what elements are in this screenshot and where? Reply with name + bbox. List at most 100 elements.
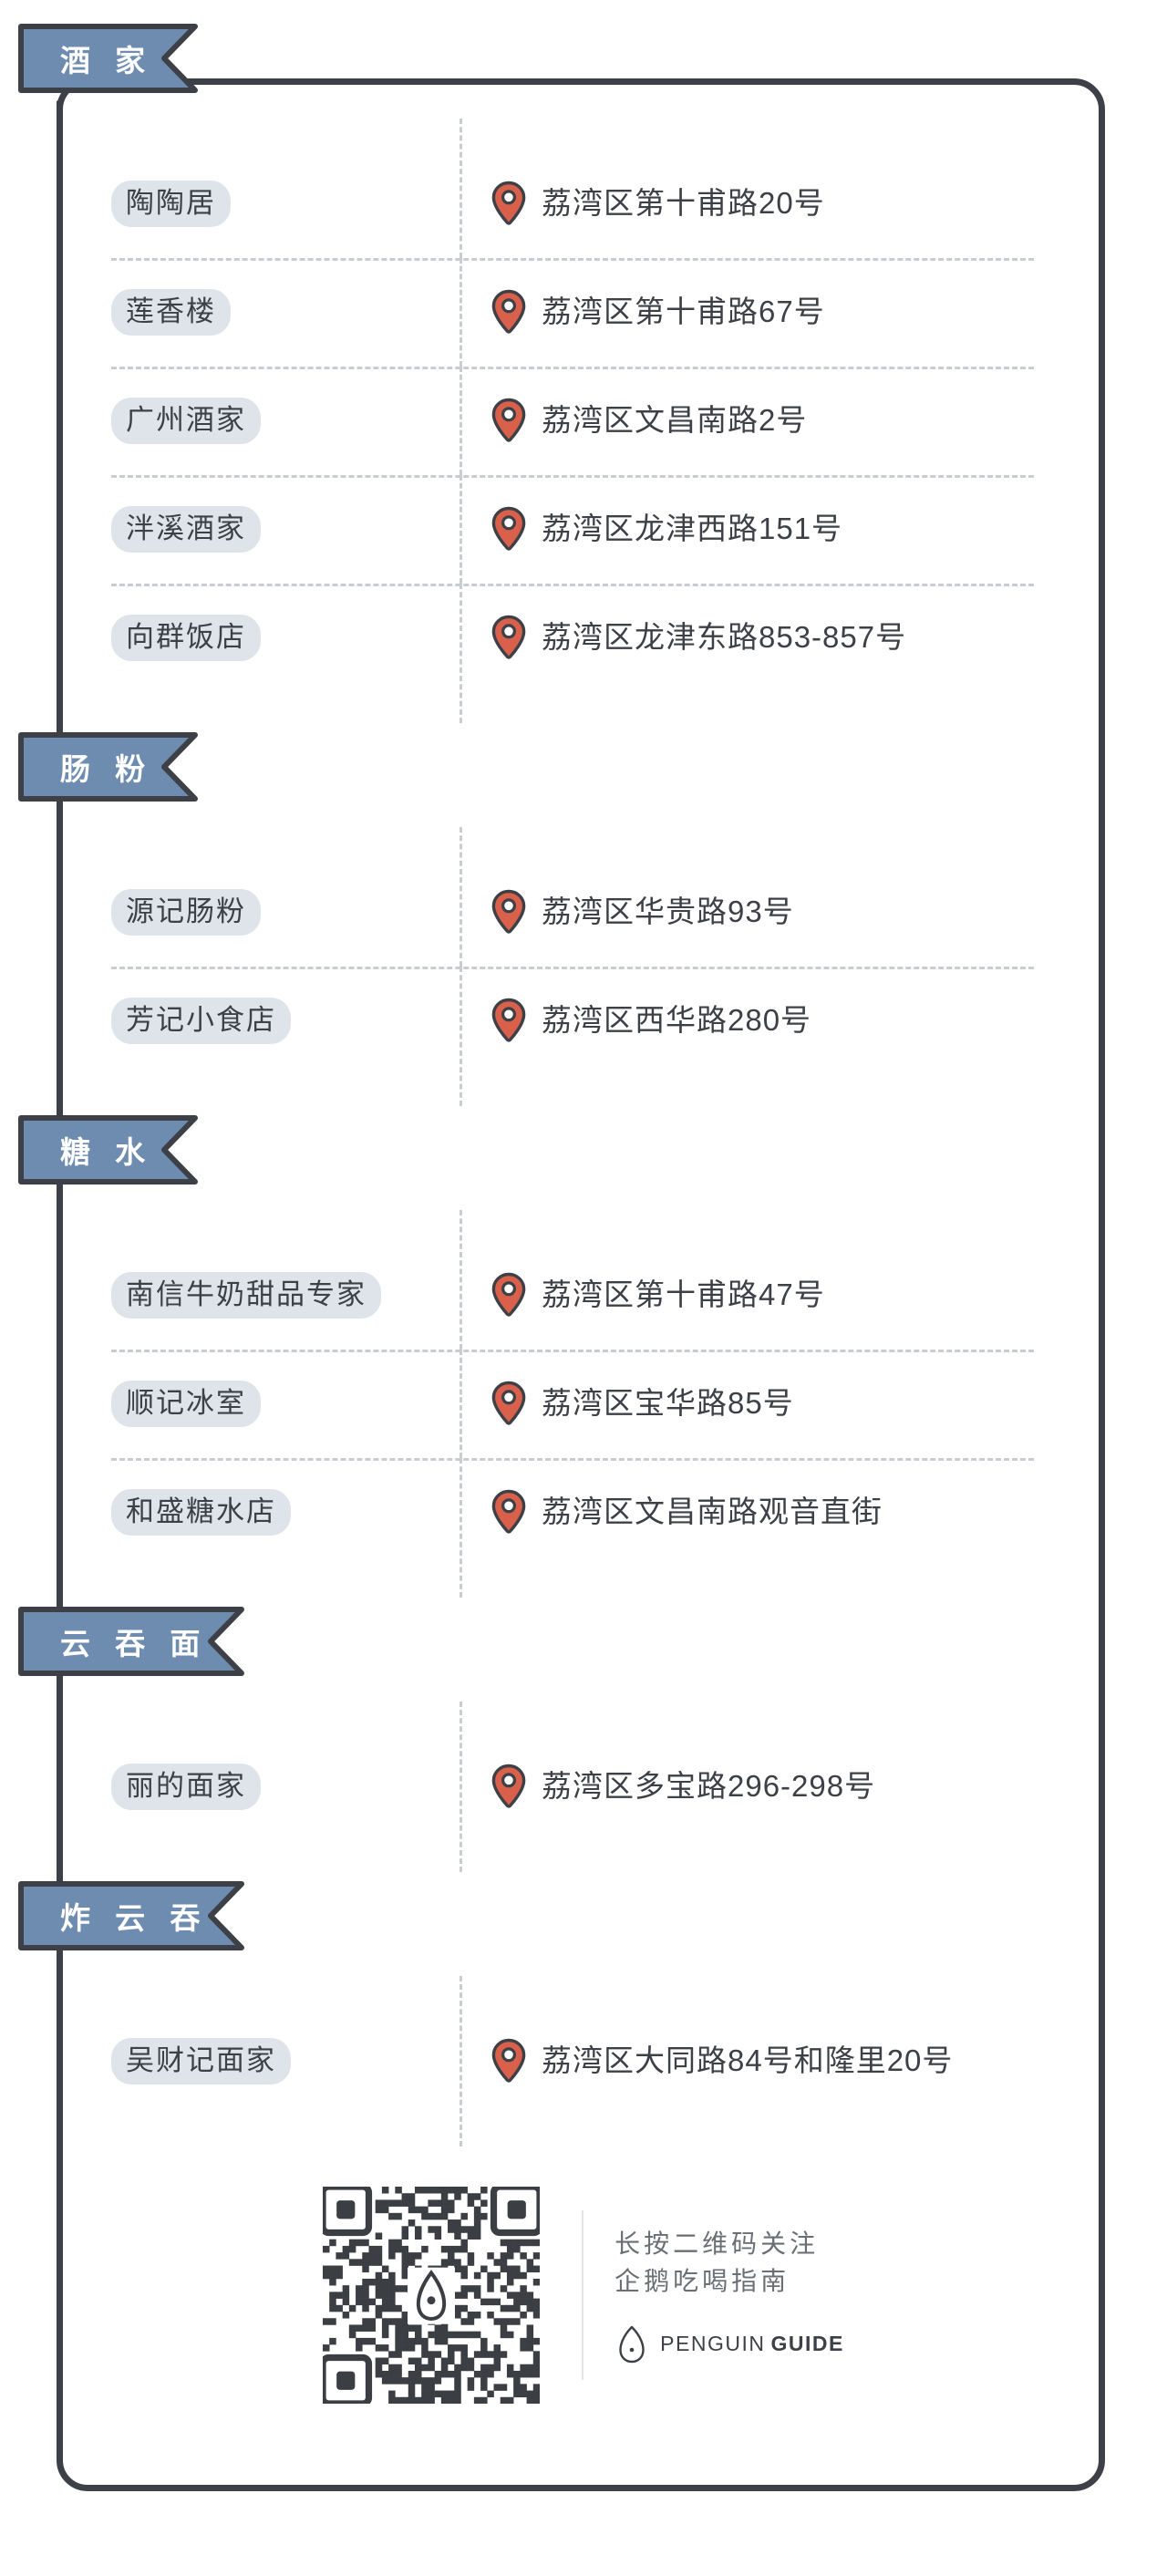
section-flag-shape: [18, 1881, 244, 1950]
venue-address: 荔湾区第十甫路20号: [542, 186, 825, 221]
section-rows: 源记肠粉 荔湾区华贵路93号芳记小食店 荔湾区西华路280号: [111, 827, 1050, 1106]
venue-address: 荔湾区龙津西路151号: [542, 512, 843, 546]
table-row[interactable]: 向群饭店荔湾区龙津东路853-857号: [111, 584, 1050, 723]
venue-name-cell: 和盛糖水店: [111, 1458, 460, 1567]
venue-address: 荔湾区西华路280号: [542, 1003, 812, 1038]
location-pin-icon: [491, 506, 526, 551]
venue-name-cell: 泮溪酒家: [111, 475, 460, 584]
venue-name-chip: 吴财记面家: [111, 2037, 291, 2085]
section-4: 云 吞 面丽的面家 荔湾区多宝路296-298号: [0, 1607, 1167, 1872]
venue-address: 荔湾区宝华路85号: [542, 1386, 794, 1421]
venue-address-cell: 荔湾区文昌南路2号: [460, 367, 1050, 475]
venue-address: 荔湾区文昌南路观音直街: [542, 1495, 883, 1529]
table-row[interactable]: 陶陶居 荔湾区第十甫路20号: [111, 119, 1050, 258]
section-1: 酒 家陶陶居 荔湾区第十甫路20号莲香楼荔湾区第十甫路67号广州酒家 荔湾区文昌南路…: [0, 24, 1167, 723]
section-5: 炸 云 吞吴财记面家 荔湾区大同路84号和隆里20号: [0, 1881, 1167, 2147]
section-banner[interactable]: 炸 云 吞: [18, 1881, 1167, 1950]
venue-name-cell: 吴财记面家: [111, 2007, 460, 2116]
table-row[interactable]: 丽的面家 荔湾区多宝路296-298号: [111, 1702, 1050, 1872]
section-gap: [0, 1841, 1167, 1881]
venue-name-cell: 广州酒家: [111, 367, 460, 475]
section-gap: [0, 1075, 1167, 1115]
footer-line-1: 长按二维码关注: [614, 2229, 820, 2259]
location-pin-icon: [491, 998, 526, 1042]
location-pin-icon: [491, 289, 526, 334]
venue-address-cell: 荔湾区多宝路296-298号: [460, 1733, 1050, 1841]
venue-address-cell: 荔湾区华贵路93号: [460, 858, 1050, 967]
venue-address: 荔湾区文昌南路2号: [542, 403, 808, 438]
banner-spacer: [0, 93, 1167, 150]
location-pin-icon: [491, 1764, 526, 1808]
location-pin-icon: [491, 2038, 526, 2083]
section-rows: 南信牛奶甜品专家荔湾区第十甫路47号顺记冰室 荔湾区宝华路85号和盛糖水店 荔湾区文…: [111, 1210, 1050, 1598]
column-divider: [460, 1210, 462, 1350]
table-row[interactable]: 泮溪酒家 荔湾区龙津西路151号: [111, 475, 1050, 584]
column-divider: [460, 1350, 462, 1458]
logo-word-penguin: PENGUIN: [660, 2332, 766, 2356]
banner-spacer: [0, 802, 1167, 858]
column-divider: [460, 475, 462, 584]
section-gap: [0, 692, 1167, 732]
venue-address-cell: 荔湾区大同路84号和隆里20号: [460, 2007, 1050, 2116]
content-stack: 酒 家陶陶居荔湾区第十甫路20号莲香楼荔湾区第十甫路67号广州酒家荔湾区文昌南路…: [0, 24, 1167, 2404]
location-pin-icon: [491, 615, 526, 659]
section-gap: [0, 1567, 1167, 1607]
section-flag-shape: [18, 1115, 198, 1185]
column-divider: [460, 584, 462, 723]
section-3: 糖 水南信牛奶甜品专家荔湾区第十甫路47号顺记冰室 荔湾区宝华路85号和盛糖水店 荔…: [0, 1115, 1167, 1598]
venue-address-cell: 荔湾区第十甫路67号: [460, 258, 1050, 367]
venue-name-cell: 源记肠粉: [111, 858, 460, 967]
venue-address-cell: 荔湾区宝华路85号: [460, 1350, 1050, 1458]
venue-address: 荔湾区第十甫路47号: [542, 1278, 825, 1312]
venue-name-chip: 丽的面家: [111, 1763, 261, 1811]
venue-address: 荔湾区龙津东路853-857号: [542, 620, 907, 655]
venue-address-cell: 荔湾区龙津东路853-857号: [460, 584, 1050, 692]
banner-spacer: [0, 1950, 1167, 2007]
venue-name-chip: 顺记冰室: [111, 1380, 261, 1428]
logo-word-guide: GUIDE: [770, 2332, 844, 2356]
table-row[interactable]: 和盛糖水店 荔湾区文昌南路观音直街: [111, 1458, 1050, 1598]
column-divider: [460, 1458, 462, 1598]
table-row[interactable]: 吴财记面家 荔湾区大同路84号和隆里20号: [111, 1976, 1050, 2147]
venue-name-cell: 芳记小食店: [111, 967, 460, 1075]
venue-address-cell: 荔湾区第十甫路47号: [460, 1241, 1050, 1350]
column-divider: [460, 258, 462, 367]
venue-address-cell: 荔湾区龙津西路151号: [460, 475, 1050, 584]
section-flag-shape: [18, 732, 198, 802]
venue-name-chip: 和盛糖水店: [111, 1488, 291, 1536]
venue-address: 荔湾区第十甫路67号: [542, 295, 825, 329]
location-pin-icon: [491, 1272, 526, 1317]
section-flag-shape: [18, 1607, 244, 1676]
table-row[interactable]: 源记肠粉 荔湾区华贵路93号: [111, 827, 1050, 967]
section-banner[interactable]: 酒 家: [18, 24, 1167, 93]
venue-address: 荔湾区华贵路93号: [542, 895, 794, 929]
section-banner[interactable]: 肠 粉: [18, 732, 1167, 802]
section-banner[interactable]: 糖 水: [18, 1115, 1167, 1185]
column-divider: [460, 119, 462, 258]
table-row[interactable]: 芳记小食店 荔湾区西华路280号: [111, 967, 1050, 1106]
table-row[interactable]: 顺记冰室 荔湾区宝华路85号: [111, 1350, 1050, 1458]
qr-code[interactable]: [323, 2187, 541, 2404]
banner-spacer: [0, 1676, 1167, 1733]
column-divider: [460, 967, 462, 1106]
banner-spacer: [0, 1185, 1167, 1241]
table-row[interactable]: 莲香楼荔湾区第十甫路67号: [111, 258, 1050, 367]
venue-name-cell: 陶陶居: [111, 150, 460, 258]
location-pin-icon: [491, 398, 526, 442]
section-banner[interactable]: 云 吞 面: [18, 1607, 1167, 1676]
location-pin-icon: [491, 181, 526, 225]
column-divider: [460, 1702, 462, 1872]
column-divider: [460, 367, 462, 475]
footer-line-2: 企鹅吃喝指南: [614, 2267, 790, 2295]
venue-name-chip: 源记肠粉: [111, 888, 261, 936]
venue-address-cell: 荔湾区西华路280号: [460, 967, 1050, 1075]
footer-divider: [582, 2210, 584, 2380]
venue-name-chip: 芳记小食店: [111, 997, 291, 1045]
section-rows: 丽的面家 荔湾区多宝路296-298号: [111, 1702, 1050, 1872]
table-row[interactable]: 广州酒家 荔湾区文昌南路2号: [111, 367, 1050, 475]
table-row[interactable]: 南信牛奶甜品专家荔湾区第十甫路47号: [111, 1210, 1050, 1350]
venue-name-chip: 陶陶居: [111, 180, 231, 228]
